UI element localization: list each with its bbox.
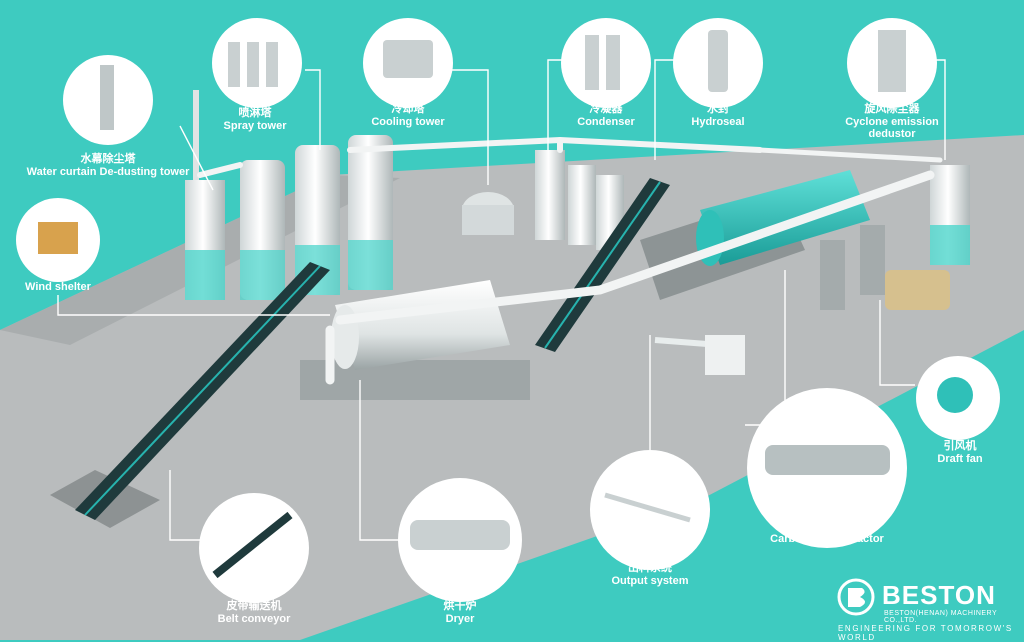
label-en: Cyclone emission dedustor <box>845 115 939 141</box>
belt-conveyor-right <box>535 178 670 352</box>
label-zh: 烘干炉 <box>443 600 477 612</box>
beston-logo-icon <box>837 578 875 616</box>
label-reactor: 碳化主炉 Carbonization reactor <box>757 520 897 545</box>
label-condenser: 冷凝器 Condenser <box>556 103 656 128</box>
label-zh: 碳化主炉 <box>805 520 849 532</box>
condenser-group <box>535 150 624 250</box>
label-cooling-tower: 冷却塔 Cooling tower <box>358 103 458 128</box>
label-en: Draft fan <box>937 452 983 465</box>
label-zh: 出料系统 <box>628 562 672 574</box>
label-draft-fan: 引风机 Draft fan <box>910 440 1010 465</box>
label-zh: 冷凝器 <box>589 103 623 115</box>
label-water-curtain: 水幕除尘塔 Water curtain De-dusting tower <box>20 153 196 178</box>
label-en: Belt conveyor <box>217 612 291 625</box>
label-dryer: 烘干炉 Dryer <box>410 600 510 625</box>
label-zh: 喷淋塔 <box>238 107 272 119</box>
water-curtain-tower <box>185 90 225 300</box>
label-output-system: 出料系统 Output system <box>598 562 702 587</box>
label-en: Output system <box>611 574 689 587</box>
label-en: Carbonization reactor <box>770 532 884 545</box>
cyclone-dedustor <box>820 165 970 310</box>
label-en: Cooling tower <box>371 115 445 128</box>
label-en: Water curtain De-dusting tower <box>26 165 190 178</box>
label-en: Spray tower <box>223 119 287 132</box>
label-belt-conveyor: 皮带输送机 Belt conveyor <box>204 600 304 625</box>
label-zh: 闭风器 <box>41 268 75 280</box>
output-screw-conveyor <box>654 335 745 375</box>
label-spray-tower: 喷淋塔 Spray tower <box>205 107 305 132</box>
component-bubbles <box>16 18 1000 603</box>
label-en: Wind shelter <box>25 280 91 293</box>
label-en: Condenser <box>577 115 635 128</box>
cooling-tower <box>462 192 514 235</box>
label-zh: 冷却塔 <box>391 103 425 115</box>
brand-name: BESTON <box>882 580 996 610</box>
label-cyclone: 旋风除尘器 Cyclone emission dedustor <box>832 103 952 141</box>
pipe-network <box>197 136 943 385</box>
label-hydroseal: 水封 Hydroseal <box>668 103 768 128</box>
label-zh: 水封 <box>707 103 729 115</box>
label-zh: 旋风除尘器 <box>864 103 920 115</box>
belt-conveyor-left <box>75 262 330 520</box>
label-wind-shelter: 闭风器 Wind shelter <box>8 268 108 293</box>
label-en: Hydroseal <box>691 115 745 128</box>
label-zh: 引风机 <box>943 440 977 452</box>
label-zh: 水幕除尘塔 <box>80 153 136 165</box>
label-zh: 皮带输送机 <box>226 600 282 612</box>
brand-slogan: ENGINEERING FOR TOMORROW'S WORLD <box>838 624 1013 642</box>
brand-company: BESTON(HENAN) MACHINERY CO.,LTD. <box>884 610 998 624</box>
label-en: Dryer <box>445 612 475 625</box>
